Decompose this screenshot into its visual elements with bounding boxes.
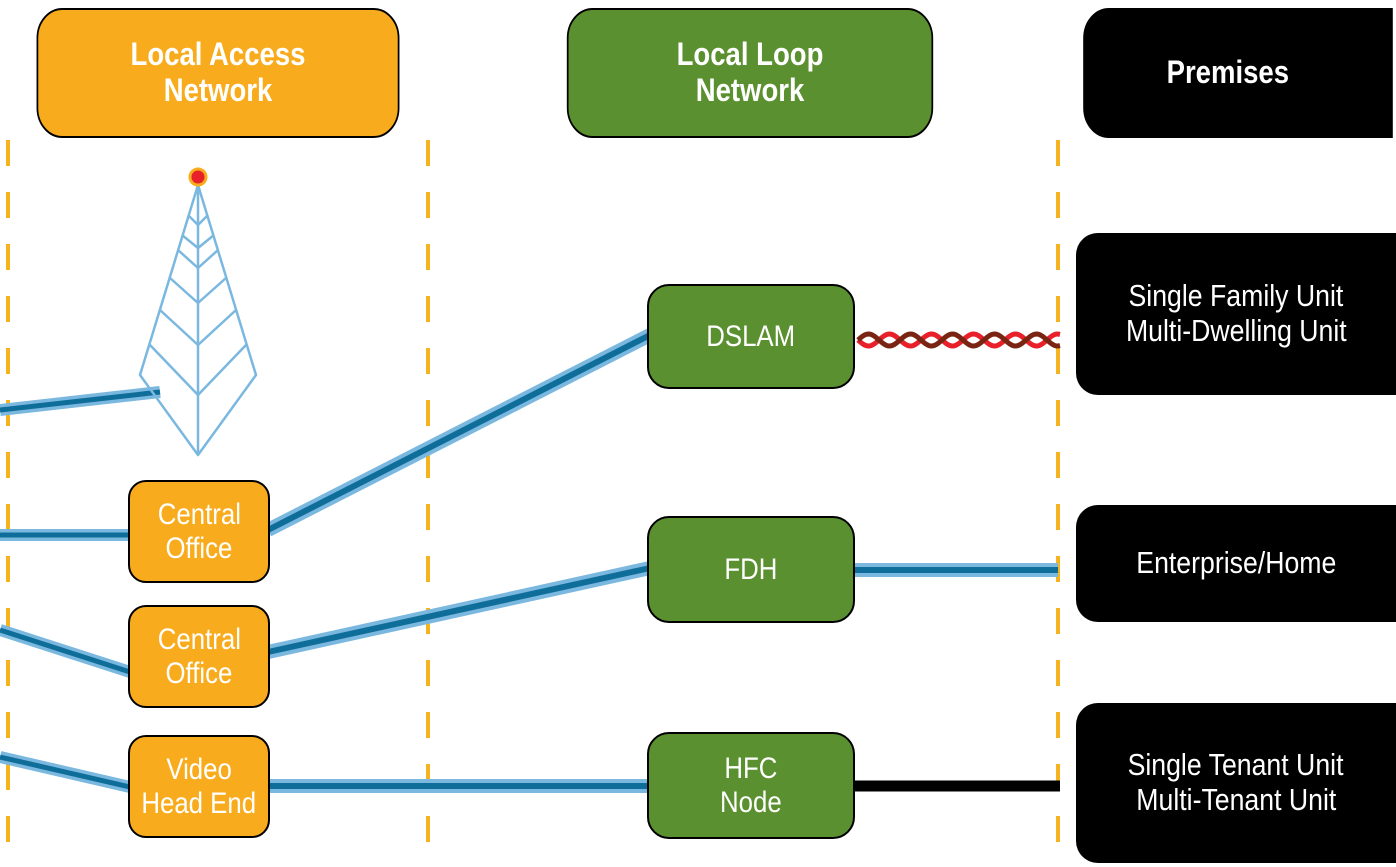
video-head-end-line1: Video [166, 752, 232, 786]
central-office-1-line2: Office [165, 531, 233, 565]
link-co2-feed [0, 624, 132, 678]
link-co1-dslam [264, 328, 654, 537]
cell-tower-icon [138, 167, 258, 457]
premises-tenant-line1: Single Tenant Unit [1128, 747, 1344, 783]
node-hfc: HFC Node [647, 732, 855, 839]
header-local-loop-line2: Network [695, 72, 805, 108]
premises-residential-line1: Single Family Unit [1128, 278, 1344, 314]
tower-beacon [188, 167, 208, 187]
hfc-line2: Node [720, 785, 782, 819]
central-office-2-line1: Central [157, 622, 241, 656]
fdh-label: FDH [724, 552, 778, 586]
header-local-access-line1: Local Access [130, 36, 306, 73]
video-head-end-line2: Head End [141, 786, 257, 820]
column-dividers [6, 140, 1060, 867]
premises-residential-line2: Multi-Dwelling Unit [1125, 313, 1347, 348]
header-local-access: Local Access Network [36, 8, 400, 138]
fiber-links [0, 328, 1060, 793]
header-premises-label: Premises [1166, 54, 1290, 91]
header-premises: Premises [1083, 8, 1393, 138]
link-tower-feed [0, 386, 161, 416]
premises-tenant: Single Tenant Unit Multi-Tenant Unit [1076, 703, 1396, 863]
premises-tenant-line2: Multi-Tenant Unit [1135, 782, 1337, 817]
central-office-2-line2: Office [165, 656, 233, 690]
node-video-head-end: Video Head End [128, 735, 270, 838]
node-dslam: DSLAM [647, 284, 855, 389]
premises-enterprise: Enterprise/Home [1076, 505, 1396, 622]
node-fdh: FDH [647, 516, 855, 623]
node-central-office-1: Central Office [128, 480, 270, 583]
central-office-1-line1: Central [157, 497, 241, 531]
hfc-line1: HFC [724, 751, 778, 785]
header-local-access-line2: Network [163, 72, 273, 108]
node-central-office-2: Central Office [128, 605, 270, 708]
premises-enterprise-label: Enterprise/Home [1135, 545, 1337, 581]
link-vhe-feed [0, 751, 132, 793]
dslam-label: DSLAM [706, 319, 796, 353]
twisted-pair-link [856, 331, 1061, 349]
link-co2-fdh [266, 561, 652, 659]
header-local-loop: Local Loop Network [566, 8, 934, 138]
premises-residential: Single Family Unit Multi-Dwelling Unit [1076, 233, 1396, 395]
header-local-loop-line1: Local Loop [676, 36, 824, 73]
